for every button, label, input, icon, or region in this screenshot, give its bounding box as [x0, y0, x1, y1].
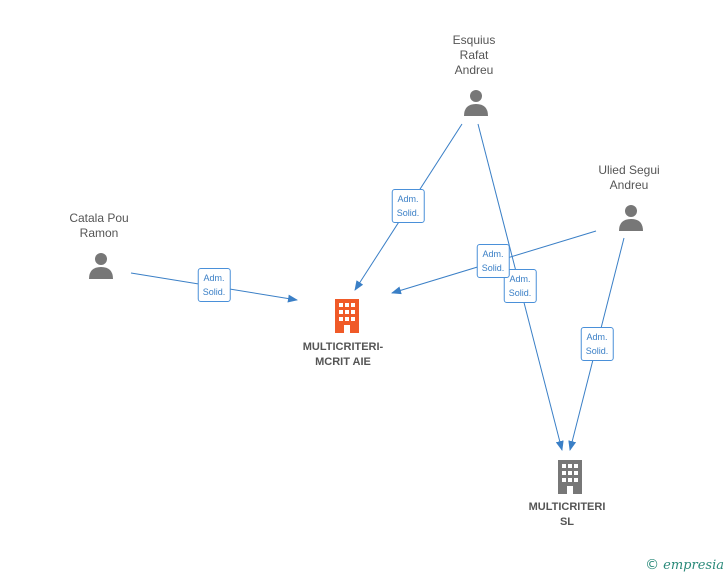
person-label-esquius: Esquius Rafat Andreu	[452, 33, 496, 77]
building-icon-sl[interactable]	[554, 460, 586, 499]
person-icon-esquius[interactable]	[462, 88, 490, 121]
person-icon-catala[interactable]	[87, 251, 115, 284]
footer-brand: ©empresia	[645, 557, 724, 573]
edge-label-esquius-aie[interactable]: Adm. Solid.	[391, 189, 425, 223]
building-icon-aie[interactable]	[331, 299, 363, 338]
person-label-catala: Catala Pou Ramon	[69, 211, 129, 240]
company-label-aie: MULTICRITERI- MCRIT AIE	[302, 341, 384, 368]
person-icon-ulied[interactable]	[617, 203, 645, 236]
company-label-sl: MULTICRITERI SL	[528, 501, 606, 528]
person-label-ulied: Ulied Segui Andreu	[598, 163, 660, 192]
edge-label-catala-aie[interactable]: Adm. Solid.	[197, 268, 231, 302]
edge-label-ulied-sl[interactable]: Adm. Solid.	[580, 327, 614, 361]
edge-label-ulied-aie[interactable]: Adm. Solid.	[476, 244, 510, 278]
brand-logo: empresia	[663, 558, 724, 573]
